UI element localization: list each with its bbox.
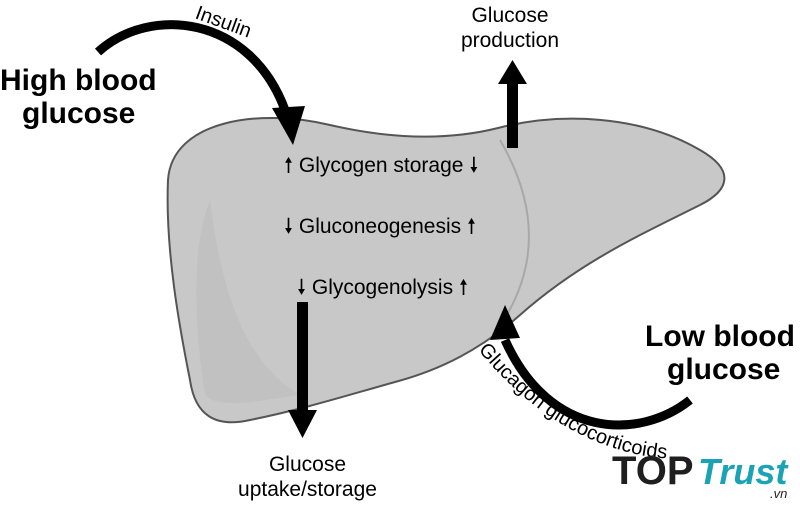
up-arrow-icon: 🠕 (466, 215, 476, 238)
process-glycogenolysis: 🠗 Glycogenolysis 🠕 (297, 276, 468, 300)
high-glucose-label: glucose (22, 97, 136, 130)
production-arrow-shaft (507, 82, 518, 148)
process-gluconeogenesis: 🠗 Gluconeogenesis 🠕 (284, 215, 476, 239)
glucagon-arrow-curve (500, 338, 693, 430)
glucagon-label: Glucagon glucocorticoids (474, 339, 668, 464)
down-arrow-icon: 🠗 (284, 215, 294, 238)
glucose-uptake-label: Glucose uptake/storage (225, 452, 390, 502)
production-arrow-head (498, 60, 527, 84)
watermark-domain: .vn (770, 486, 787, 501)
process-name: Glycogen storage (298, 154, 464, 177)
liver-lobe-shade (196, 200, 300, 403)
uptake-arrow-shaft (297, 302, 308, 412)
low-blood-label: Low blood (645, 320, 795, 353)
down-arrow-icon: 🠗 (469, 154, 479, 177)
high-blood-label: High blood (0, 64, 157, 97)
insulin-arrow-head (272, 106, 305, 145)
watermark-top: TOP (612, 449, 694, 493)
process-glycogen-storage: 🠕 Glycogen storage 🠗 (284, 154, 478, 178)
process-name: Gluconeogenesis (298, 215, 462, 238)
uptake-arrow-head (288, 410, 317, 438)
glucose-uptake-line-1: Glucose (268, 453, 347, 476)
liver-lobe-line (499, 139, 530, 319)
watermark: TOP Trust .vn (612, 449, 789, 501)
glucose-production-line-1: Glucose (471, 4, 549, 27)
glucose-production-line-2: production (460, 29, 560, 52)
up-arrow-icon: 🠕 (458, 276, 468, 299)
down-arrow-icon: 🠗 (297, 276, 307, 299)
process-name: Glycogenolysis (311, 276, 454, 299)
low-glucose-label: glucose (667, 353, 781, 386)
glucagon-arrow-head (490, 305, 520, 340)
up-arrow-icon: 🠕 (284, 154, 294, 177)
watermark-trust: Trust (698, 451, 789, 492)
glucose-production-label: Glucose production (450, 3, 570, 53)
insulin-arrow-curve (94, 20, 290, 112)
glucose-uptake-line-2: uptake/storage (238, 478, 377, 501)
